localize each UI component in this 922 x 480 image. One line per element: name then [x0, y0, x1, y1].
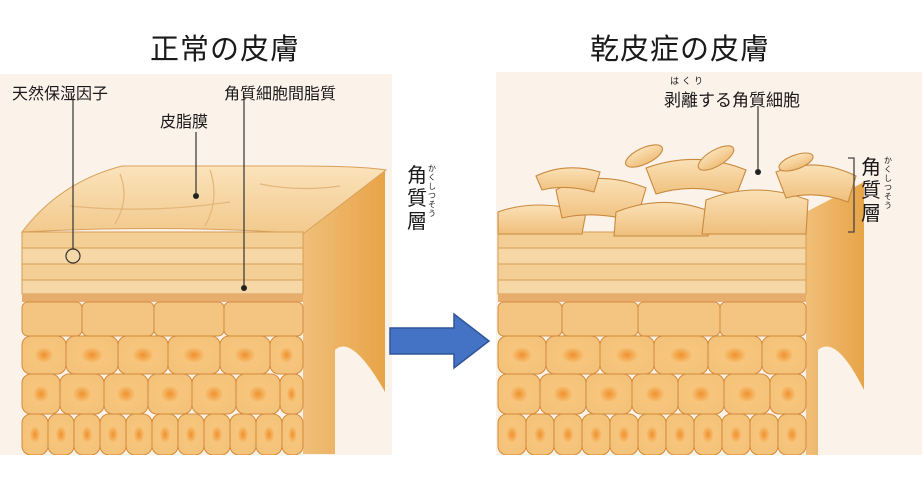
label-stratum-corneum-dry: 角質層	[861, 155, 881, 225]
reading-stratum-corneum-normal: かくしつそう	[428, 164, 436, 218]
label-sebum-membrane: 皮脂膜	[160, 112, 209, 131]
dry-skin-title: 乾皮症の皮膚	[590, 32, 771, 66]
right-arrow-icon	[389, 312, 491, 370]
dry-skin-panel	[496, 72, 922, 455]
label-stratum-corneum-normal: 角質層	[407, 163, 427, 233]
label-natural-moisturizing-factor: 天然保湿因子	[12, 84, 109, 103]
normal-skin-panel	[0, 74, 392, 455]
label-intercellular-lipid: 角質細胞間脂質	[224, 84, 337, 103]
reading-peeling: はくり	[670, 77, 707, 87]
normal-skin-title: 正常の皮膚	[150, 32, 301, 66]
reading-stratum-corneum-dry: かくしつそう	[884, 156, 892, 210]
label-peeling-corneocytes: 剥離する角質細胞	[664, 91, 800, 111]
dry-skin-illustration	[497, 106, 864, 455]
normal-skin-illustration	[20, 96, 388, 455]
